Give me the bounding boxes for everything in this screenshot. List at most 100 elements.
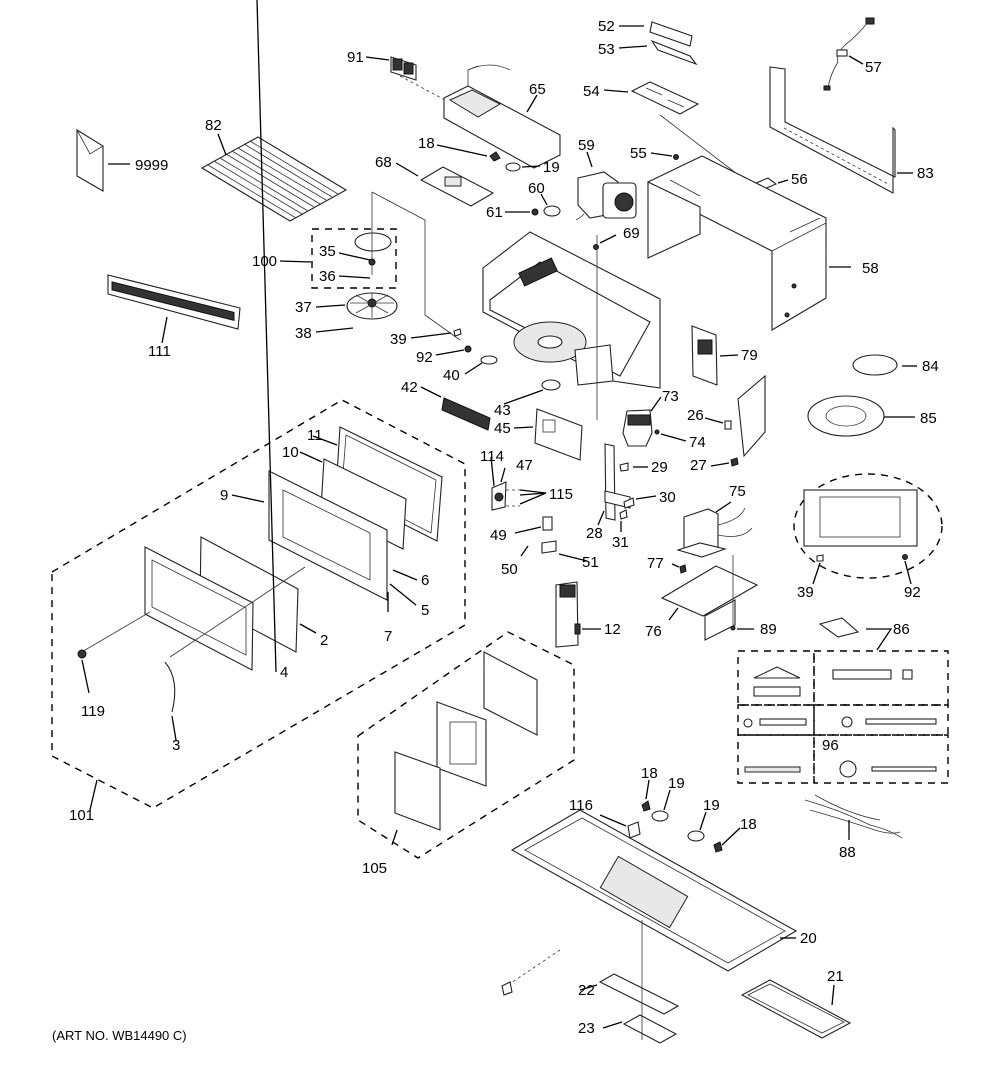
callout-20: 20 (800, 930, 817, 947)
base-plate-icon (660, 555, 759, 641)
grille-icon (441, 397, 491, 431)
callout-19-c: 19 (703, 797, 720, 814)
mounting-plate-icon (769, 66, 896, 194)
callout-4: 4 (280, 664, 288, 681)
callout-115: 115 (549, 486, 573, 503)
relay-bracket-icon (491, 481, 507, 511)
callout-77: 77 (647, 555, 664, 572)
callout-11: 11 (307, 427, 323, 444)
callout-28: 28 (586, 525, 603, 542)
callout-27: 27 (690, 457, 707, 474)
callout-101: 101 (69, 807, 94, 824)
callout-5: 5 (421, 602, 429, 619)
callout-58: 58 (862, 260, 879, 277)
callout-105: 105 (362, 860, 387, 877)
latch-board-icon (604, 443, 631, 521)
callout-59: 59 (578, 137, 595, 154)
callout-54: 54 (583, 83, 600, 100)
callout-69: 69 (623, 225, 640, 242)
main-pcb-icon (534, 408, 583, 461)
callout-76: 76 (645, 623, 662, 640)
callout-12: 12 (604, 621, 621, 638)
vent-motor-bracket-icon (443, 64, 561, 169)
control-board-icon (691, 325, 718, 386)
side-panel-icon (737, 374, 766, 458)
callout-30: 30 (659, 489, 676, 506)
vent-grille-icon (390, 56, 417, 81)
callout-53: 53 (598, 41, 615, 58)
transformer-icon (676, 507, 753, 558)
callout-9: 9 (220, 487, 228, 504)
door-panel-icon (144, 546, 254, 671)
lamp-cover-icon (622, 1014, 678, 1044)
bottom-plate-icon (510, 809, 798, 972)
callout-61: 61 (486, 204, 503, 221)
callout-84: 84 (922, 358, 939, 375)
callout-55: 55 (630, 145, 647, 162)
callout-85: 85 (920, 410, 937, 427)
callout-86: 86 (893, 621, 910, 638)
callout-79: 79 (741, 347, 758, 364)
callout-36: 36 (319, 268, 336, 285)
callout-19: 19 (543, 159, 560, 176)
callout-3: 3 (172, 737, 180, 754)
wire-harness-icon (804, 794, 903, 839)
callout-18-b: 18 (641, 765, 658, 782)
roller-guide-icon (346, 292, 398, 320)
callout-51: 51 (582, 554, 599, 571)
callout-116: 116 (569, 797, 593, 814)
callout-114: 114 (480, 448, 504, 465)
lens-icon (598, 973, 680, 1015)
callout-9999: 9999 (135, 157, 168, 174)
callout-49: 49 (490, 527, 507, 544)
damper-plate-icon (630, 81, 700, 115)
top-cover-icon (649, 21, 693, 47)
callout-39: 39 (390, 331, 407, 348)
callout-60: 60 (528, 180, 545, 197)
callout-92-b: 92 (904, 584, 921, 601)
cavity-front-icon (803, 489, 918, 547)
callout-43: 43 (494, 402, 511, 419)
callout-19-b: 19 (668, 775, 685, 792)
callout-31: 31 (612, 534, 629, 551)
cover-plate-icon (419, 166, 495, 207)
roller-ring-icon (852, 354, 898, 376)
logo-icon (77, 649, 87, 659)
art-number-caption: (ART NO. WB14490 C) (52, 1028, 187, 1043)
callout-22: 22 (578, 982, 595, 999)
rack-icon (200, 136, 348, 222)
callout-38: 38 (295, 325, 312, 342)
callout-6: 6 (421, 572, 429, 589)
callout-23: 23 (578, 1020, 595, 1037)
callout-75: 75 (729, 483, 746, 500)
control-panel-assembly-icon (394, 651, 538, 831)
callout-74: 74 (689, 434, 706, 451)
power-cord-icon (823, 17, 875, 91)
callout-10: 10 (282, 444, 299, 461)
callout-92: 92 (416, 349, 433, 366)
callout-39-b: 39 (797, 584, 814, 601)
callout-73: 73 (662, 388, 679, 405)
turntable-motor-icon (541, 379, 561, 391)
callout-18: 18 (418, 135, 435, 152)
callout-65: 65 (529, 81, 546, 98)
top-bracket-icon (650, 39, 698, 66)
callout-18-c: 18 (740, 816, 757, 833)
grease-filter-icon (740, 979, 852, 1039)
front-vent-grille-icon (107, 274, 241, 330)
callout-57: 57 (865, 59, 882, 76)
callout-21: 21 (827, 968, 844, 985)
callout-89: 89 (760, 621, 777, 638)
magnetron-icon (622, 409, 653, 447)
callout-52: 52 (598, 18, 615, 35)
capacitor-icon (542, 516, 553, 531)
door-handle-icon (164, 661, 176, 713)
callout-50: 50 (501, 561, 518, 578)
callout-35: 35 (319, 243, 336, 260)
callout-29: 29 (651, 459, 668, 476)
door-screen-icon (320, 458, 407, 550)
callout-37: 37 (295, 299, 312, 316)
callout-100: 100 (252, 253, 277, 270)
callout-56: 56 (791, 171, 808, 188)
